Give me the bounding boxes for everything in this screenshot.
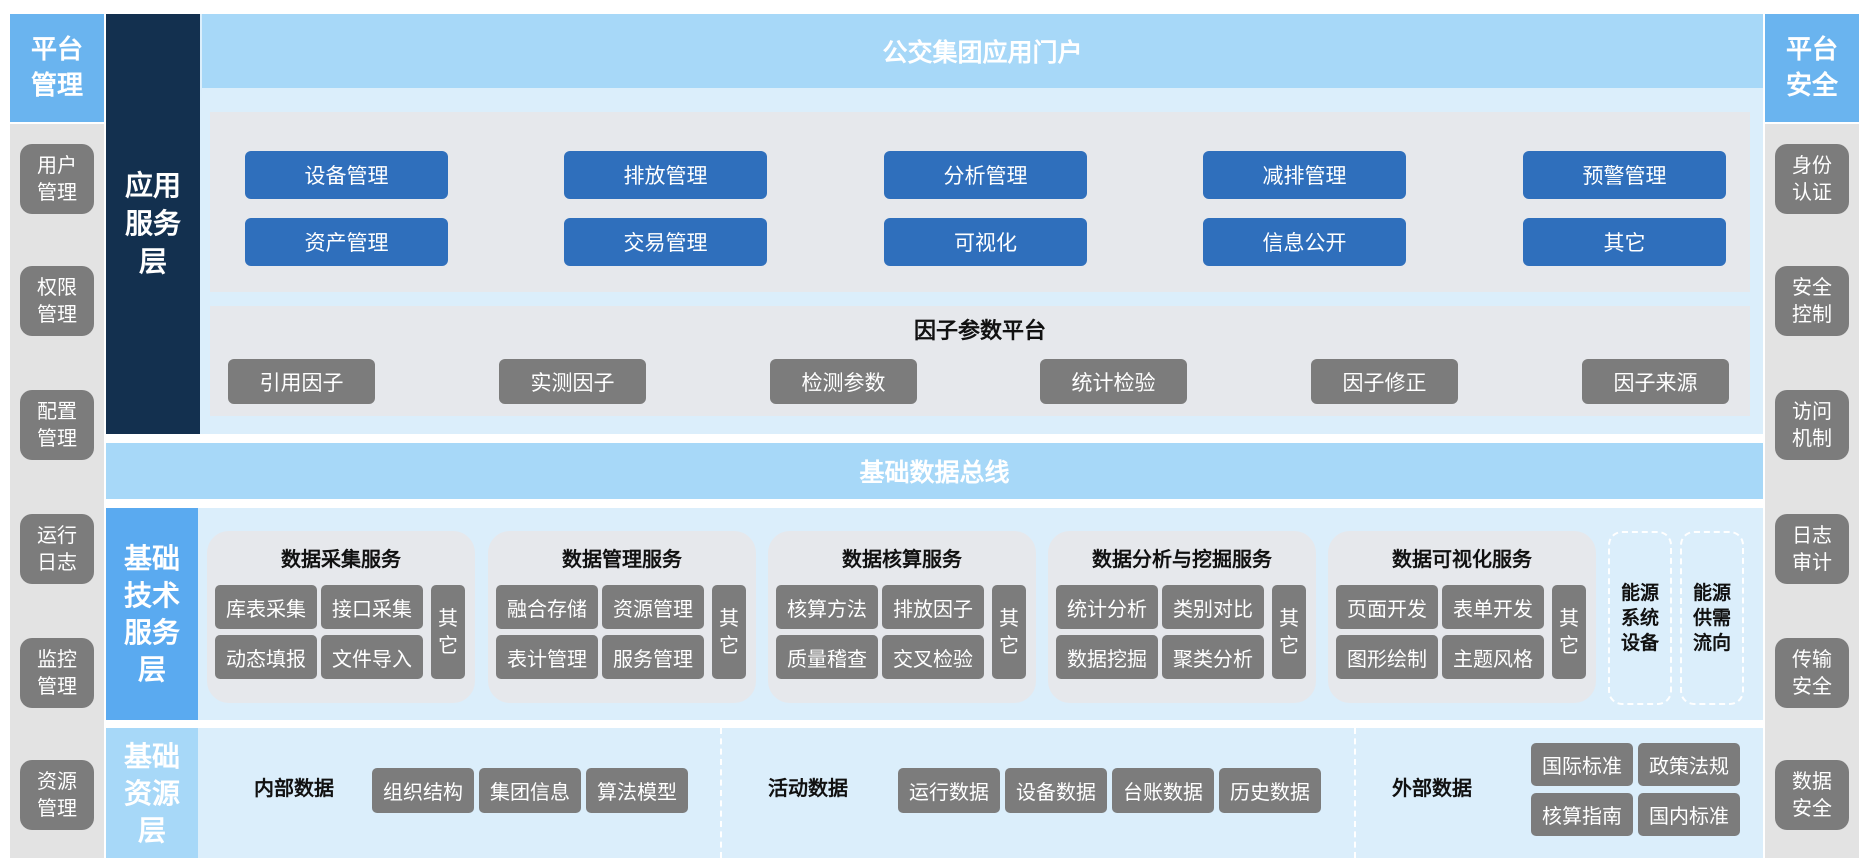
tech-layer-label: 基础 技术 服务 层 (106, 508, 198, 720)
app-module-button[interactable]: 信息公开 (1203, 218, 1406, 266)
platform-security-title: 平台 安全 (1765, 14, 1859, 122)
service-title: 数据管理服务 (562, 546, 682, 571)
service-item[interactable]: 统计分析 (1056, 585, 1158, 629)
service-item[interactable]: 主题风格 (1442, 635, 1544, 679)
service-item[interactable]: 服务管理 (602, 635, 704, 679)
platform-management-item[interactable]: 用户 管理 (20, 144, 94, 214)
app-layer-label: 应用 服务 层 (106, 14, 200, 434)
service-other-button[interactable]: 其 它 (992, 585, 1026, 679)
service-title: 数据核算服务 (842, 546, 962, 571)
resource-item[interactable]: 历史数据 (1219, 768, 1321, 813)
app-module-button[interactable]: 可视化 (884, 218, 1087, 266)
factor-item-button[interactable]: 引用因子 (228, 359, 375, 404)
service-item[interactable]: 聚类分析 (1162, 635, 1264, 679)
service-item[interactable]: 文件导入 (321, 635, 423, 679)
resource-group-label: 外部数据 (1392, 775, 1472, 800)
service-other-button[interactable]: 其 它 (1272, 585, 1306, 679)
platform-security-item[interactable]: 安全 控制 (1775, 266, 1849, 336)
factor-platform-title: 因子参数平台 (913, 319, 1046, 344)
resource-item[interactable]: 国际标准 (1531, 743, 1633, 786)
resource-divider (720, 728, 722, 858)
factor-platform-panel (210, 306, 1750, 416)
app-module-button[interactable]: 排放管理 (564, 151, 767, 199)
resource-divider (1354, 728, 1356, 858)
service-title: 数据分析与挖掘服务 (1092, 546, 1272, 571)
resource-item[interactable]: 台账数据 (1112, 768, 1214, 813)
service-item[interactable]: 类别对比 (1162, 585, 1264, 629)
service-item[interactable]: 图形绘制 (1336, 635, 1438, 679)
resource-item[interactable]: 算法模型 (586, 768, 688, 813)
service-other-button[interactable]: 其 它 (1552, 585, 1586, 679)
resource-layer-label: 基础 资源 层 (106, 728, 198, 858)
factor-item-button[interactable]: 统计检验 (1040, 359, 1187, 404)
platform-security-panel (1765, 124, 1859, 858)
resource-group-label: 内部数据 (254, 775, 334, 800)
service-item[interactable]: 库表采集 (215, 585, 317, 629)
service-item[interactable]: 动态填报 (215, 635, 317, 679)
service-title: 数据采集服务 (281, 546, 401, 571)
app-module-button[interactable]: 资产管理 (245, 218, 448, 266)
app-module-button[interactable]: 设备管理 (245, 151, 448, 199)
service-item[interactable]: 接口采集 (321, 585, 423, 629)
factor-item-button[interactable]: 因子修正 (1311, 359, 1458, 404)
resource-item[interactable]: 集团信息 (479, 768, 581, 813)
resource-item[interactable]: 政策法规 (1638, 743, 1740, 786)
resource-group-label: 活动数据 (768, 775, 848, 800)
platform-management-item[interactable]: 权限 管理 (20, 266, 94, 336)
platform-management-item[interactable]: 资源 管理 (20, 760, 94, 830)
service-item[interactable]: 页面开发 (1336, 585, 1438, 629)
service-item[interactable]: 数据挖掘 (1056, 635, 1158, 679)
service-item[interactable]: 融合存储 (496, 585, 598, 629)
service-title: 数据可视化服务 (1392, 546, 1532, 571)
app-module-button[interactable]: 分析管理 (884, 151, 1087, 199)
service-item[interactable]: 核算方法 (776, 585, 878, 629)
app-module-button[interactable]: 其它 (1523, 218, 1726, 266)
factor-item-button[interactable]: 检测参数 (770, 359, 917, 404)
service-other-button[interactable]: 其 它 (712, 585, 746, 679)
service-item[interactable]: 资源管理 (602, 585, 704, 629)
resource-item[interactable]: 设备数据 (1005, 768, 1107, 813)
platform-management-panel (10, 124, 104, 858)
app-module-button[interactable]: 减排管理 (1203, 151, 1406, 199)
platform-security-item[interactable]: 身份 认证 (1775, 144, 1849, 214)
service-item[interactable]: 排放因子 (882, 585, 984, 629)
platform-management-item[interactable]: 配置 管理 (20, 390, 94, 460)
service-item[interactable]: 表单开发 (1442, 585, 1544, 629)
platform-management-title: 平台 管理 (10, 14, 104, 122)
energy-flow-box: 能源 供需 流向 (1680, 531, 1744, 705)
resource-item[interactable]: 国内标准 (1638, 793, 1740, 836)
resource-item[interactable]: 运行数据 (898, 768, 1000, 813)
platform-security-item[interactable]: 传输 安全 (1775, 638, 1849, 708)
factor-item-button[interactable]: 因子来源 (1582, 359, 1729, 404)
service-item[interactable]: 质量稽查 (776, 635, 878, 679)
platform-security-item[interactable]: 日志 审计 (1775, 514, 1849, 584)
portal-title: 公交集团应用门户 (202, 14, 1763, 88)
service-item[interactable]: 表计管理 (496, 635, 598, 679)
service-item[interactable]: 交叉检验 (882, 635, 984, 679)
app-module-button[interactable]: 预警管理 (1523, 151, 1726, 199)
platform-management-item[interactable]: 运行 日志 (20, 514, 94, 584)
platform-management-item[interactable]: 监控 管理 (20, 638, 94, 708)
factor-item-button[interactable]: 实测因子 (499, 359, 646, 404)
service-other-button[interactable]: 其 它 (431, 585, 465, 679)
energy-system-box: 能源 系统 设备 (1608, 531, 1672, 705)
resource-item[interactable]: 组织结构 (372, 768, 474, 813)
platform-security-item[interactable]: 访问 机制 (1775, 390, 1849, 460)
data-bus: 基础数据总线 (106, 443, 1763, 499)
app-module-button[interactable]: 交易管理 (564, 218, 767, 266)
platform-security-item[interactable]: 数据 安全 (1775, 760, 1849, 830)
resource-item[interactable]: 核算指南 (1531, 793, 1633, 836)
